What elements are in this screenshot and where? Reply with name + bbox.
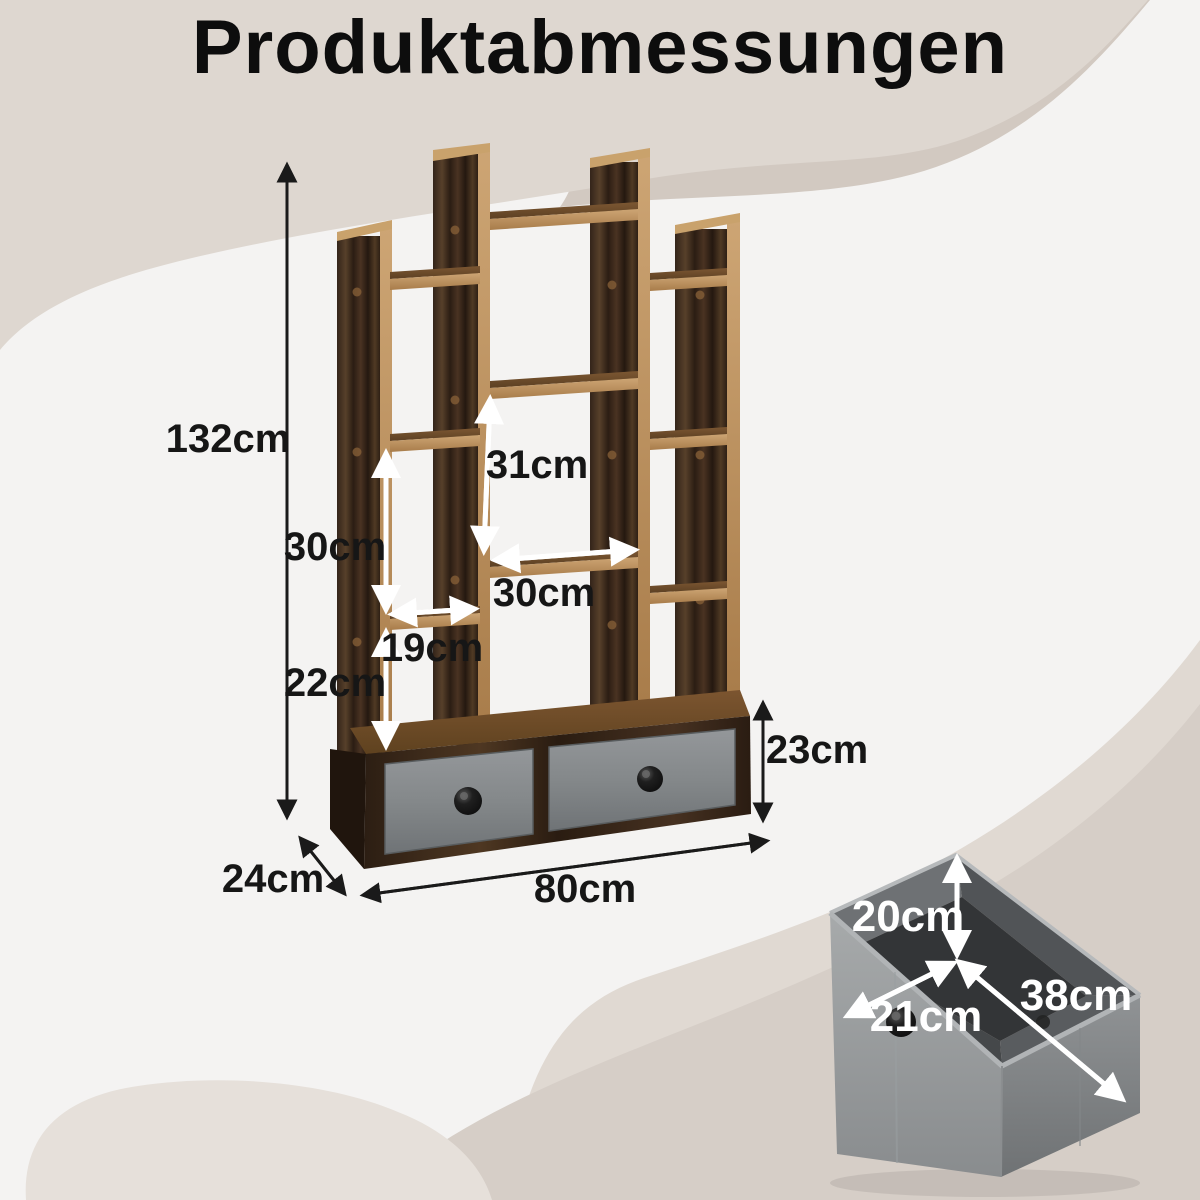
upright-1-cap <box>337 220 392 241</box>
dim-arrow-compartment-middle-width <box>490 536 640 574</box>
upright-3-face <box>590 162 638 713</box>
dim-label-box-depth: 38cm <box>1020 971 1133 1020</box>
dim-arrow-box-width <box>842 960 959 1019</box>
dim-arrow-compartment-left-width <box>387 595 480 628</box>
upright-2-edge <box>478 146 490 745</box>
upright-3-edge <box>638 152 650 713</box>
dim-label-compartment-middle-height: 31cm <box>486 443 588 487</box>
base-top-face <box>350 690 750 754</box>
dimension-annotations-white: 30cm 31cm 30cm 19cm 22cm <box>284 394 640 752</box>
dim-arrow-depth <box>298 835 347 897</box>
dim-arrow-width <box>359 832 771 904</box>
dim-label-box-width: 21cm <box>870 992 983 1041</box>
dim-label-width: 80cm <box>534 867 636 911</box>
box-face-right <box>1001 995 1140 1177</box>
box-face-front-left <box>830 913 1002 1177</box>
dim-label-height: 132cm <box>166 417 291 461</box>
upright-panel-4 <box>675 213 740 701</box>
dim-arrow-box-depth <box>954 958 1127 1103</box>
base-cabinet <box>330 690 751 869</box>
page-title: Produktabmessungen <box>191 5 1009 90</box>
upright-4-face <box>675 229 727 701</box>
upright-2-cap <box>433 143 490 161</box>
storage-box: 20cm 21cm 38cm <box>828 852 1142 1197</box>
drawer-knob-right <box>637 766 663 792</box>
dim-label-compartment-bottom-height: 22cm <box>284 661 386 705</box>
box-inner-wall-back-left <box>830 855 962 951</box>
shelf-boards-right <box>650 268 727 604</box>
dim-label-compartment-left-height: 30cm <box>284 525 386 569</box>
box-corner-seam <box>1000 1065 1003 1178</box>
bottom-left-blob <box>25 1080 492 1200</box>
upright-4-cap <box>675 213 740 234</box>
dim-label-depth: 24cm <box>222 857 324 901</box>
dim-label-compartment-left-width: 19cm <box>381 626 483 670</box>
upright-2-face <box>433 154 478 745</box>
dim-label-compartment-middle-width: 30cm <box>493 571 595 615</box>
upright-1-face <box>337 236 380 755</box>
bookshelf <box>330 143 751 869</box>
dim-label-drawer-height: 23cm <box>766 728 868 772</box>
upright-panel-3 <box>590 148 650 713</box>
top-blob <box>0 0 1148 350</box>
upright-3-cap <box>590 148 650 168</box>
upright-4-edge <box>727 221 740 701</box>
base-left-side <box>330 749 366 869</box>
dimension-annotations-black: 132cm 23cm 24cm 80cm <box>166 161 868 911</box>
dim-arrow-compartment-middle-height <box>469 394 505 556</box>
drawer-knob-left <box>454 787 482 815</box>
dim-label-box-height: 20cm <box>852 892 965 941</box>
box-shadow <box>830 1169 1140 1197</box>
upright-panel-2 <box>433 143 490 745</box>
dowel-holes <box>352 225 705 647</box>
box-inner-knob-dot <box>1036 1015 1050 1029</box>
